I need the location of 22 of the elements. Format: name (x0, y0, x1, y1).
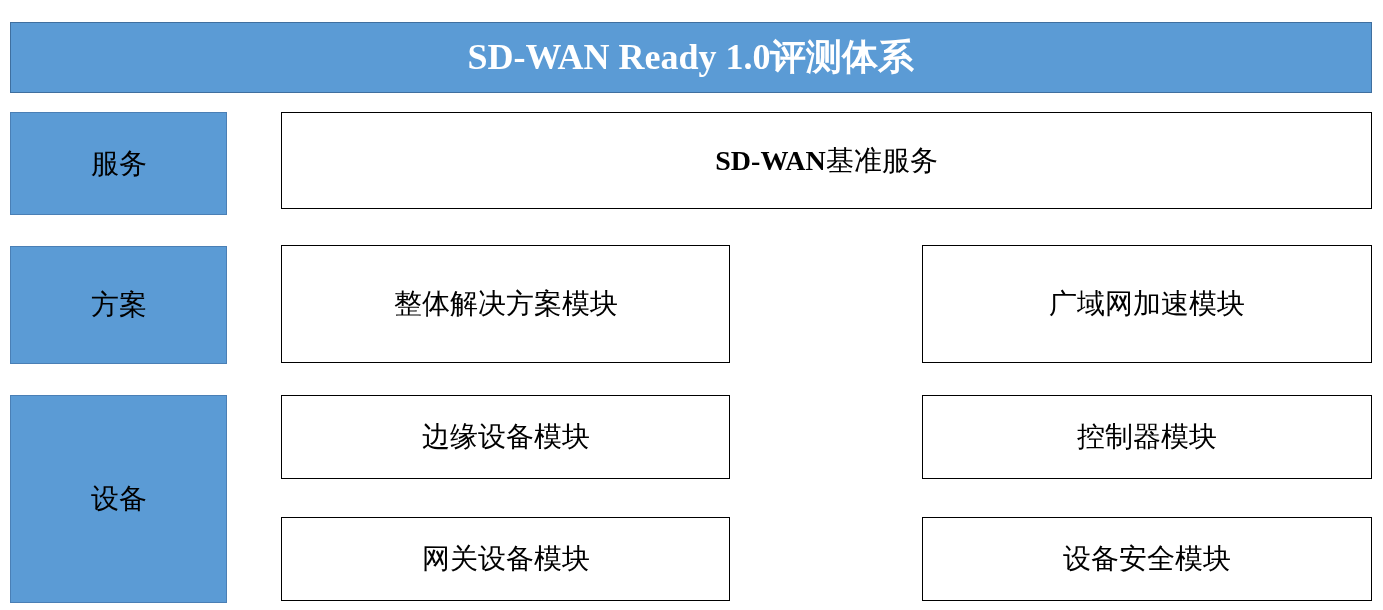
module-box (922, 245, 1372, 363)
module-box (281, 395, 730, 479)
box-label: 网关设备模块 (421, 542, 590, 576)
module-box (281, 517, 730, 601)
box-label: 方案 (90, 288, 147, 322)
box-label: 服务 (90, 146, 147, 181)
box-label: 广域网加速模块 (1049, 287, 1245, 321)
box-label: 整体解决方案模块 (393, 287, 618, 321)
box-label: 控制器模块 (1077, 420, 1217, 454)
module-box (281, 112, 1372, 209)
box-label: 设备安全模块 (1063, 542, 1231, 576)
category-box (10, 395, 227, 603)
module-box (922, 395, 1372, 479)
box-label: 设备 (90, 482, 147, 516)
module-box (922, 517, 1372, 601)
title-band (10, 22, 1372, 93)
module-box (281, 245, 730, 363)
category-box (10, 246, 227, 364)
category-box (10, 112, 227, 215)
box-label: 边缘设备模块 (421, 420, 590, 454)
title-text: SD-WAN Ready 1.0评测体系 (467, 36, 915, 79)
box-label: SD-WAN基准服务 (715, 143, 938, 178)
